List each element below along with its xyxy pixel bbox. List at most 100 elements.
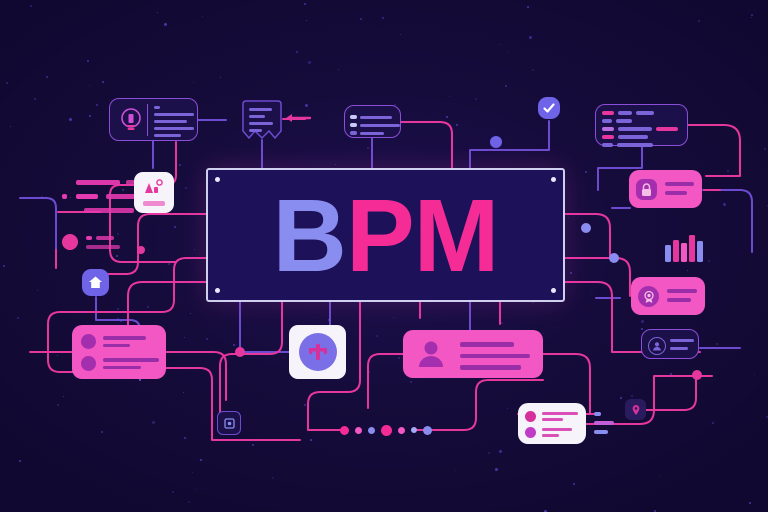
background-speck <box>375 335 378 338</box>
award-badge-card[interactable] <box>631 277 705 315</box>
presentation-chart-tile[interactable] <box>134 172 174 213</box>
background-speck <box>179 164 182 167</box>
background-speck <box>168 262 171 265</box>
background-speck <box>182 391 184 393</box>
background-speck <box>722 202 726 206</box>
tagged-list-card[interactable] <box>344 105 401 138</box>
background-speck <box>766 416 768 419</box>
checklist-card[interactable] <box>518 403 586 444</box>
background-speck <box>30 5 33 8</box>
award-medal-icon <box>638 286 659 307</box>
badge-list-row <box>81 334 146 349</box>
background-speck <box>57 403 60 406</box>
background-speck <box>506 407 508 409</box>
badge-list-card[interactable] <box>72 325 166 379</box>
banner-letter-m: M <box>413 177 500 293</box>
background-speck <box>338 68 340 70</box>
background-speck <box>360 17 363 20</box>
background-speck <box>750 17 752 19</box>
background-speck <box>620 397 623 400</box>
background-speck <box>164 23 168 27</box>
background-speck <box>570 272 573 275</box>
background-speck <box>542 333 544 335</box>
avatar-info-card[interactable] <box>641 329 699 359</box>
background-speck <box>495 468 499 472</box>
background-speck <box>56 354 58 356</box>
banner-screw <box>551 288 556 293</box>
background-speck <box>309 439 312 442</box>
background-speck <box>6 81 8 84</box>
home-tile[interactable] <box>82 269 109 296</box>
avatar-circle-icon <box>648 337 666 355</box>
background-speck <box>445 116 448 119</box>
background-speck <box>220 77 222 79</box>
background-speck <box>630 394 633 397</box>
background-speck <box>659 475 661 477</box>
background-speck <box>526 6 529 9</box>
org-chart-circle <box>298 333 337 371</box>
org-chart-tile[interactable] <box>289 325 346 379</box>
user-avatar-icon <box>419 341 443 367</box>
award-card-text-lines <box>667 289 697 302</box>
background-speck <box>653 510 656 512</box>
background-speck <box>171 490 174 493</box>
background-speck <box>751 13 754 16</box>
background-speck <box>507 51 509 53</box>
background-speck <box>409 381 412 384</box>
location-pin-tile[interactable] <box>625 399 646 420</box>
background-speck <box>46 76 49 79</box>
progress-dot <box>398 426 405 434</box>
background-speck <box>304 404 307 407</box>
background-speck <box>708 259 711 262</box>
map-pin-icon <box>632 404 639 415</box>
background-speck <box>272 477 275 480</box>
idea-card-icon-pane <box>116 104 148 136</box>
background-speck <box>196 489 198 491</box>
idea-lightbulb-card[interactable] <box>109 98 198 141</box>
banner-screw <box>215 177 220 182</box>
home-icon <box>89 276 102 288</box>
document-ribbon-card[interactable] <box>241 100 283 144</box>
background-speck <box>399 34 401 36</box>
background-speck <box>532 69 535 72</box>
background-speck <box>532 301 535 304</box>
background-speck <box>194 248 196 250</box>
idea-card-text-lines <box>154 106 194 137</box>
lock-icon <box>642 182 651 196</box>
banner-screw <box>551 177 556 182</box>
user-profile-card[interactable] <box>403 330 543 378</box>
background-speck <box>475 98 478 101</box>
background-speck <box>192 471 194 473</box>
background-speck <box>69 117 73 121</box>
progress-dot <box>368 426 375 434</box>
checkmark-tile[interactable] <box>538 97 560 119</box>
settings-gear-tile[interactable] <box>217 411 241 435</box>
background-speck <box>567 216 569 218</box>
background-speck <box>34 98 37 101</box>
avatar-card-text-lines <box>670 339 694 350</box>
data-table-card[interactable] <box>595 104 688 147</box>
background-speck <box>115 254 118 257</box>
background-speck <box>392 317 394 319</box>
user-profile-text-lines <box>460 342 530 370</box>
background-speck <box>152 420 156 424</box>
bar-chart-icon <box>664 232 704 262</box>
background-speck <box>37 290 39 292</box>
background-speck <box>488 451 491 454</box>
background-speck <box>123 180 125 182</box>
background-speck <box>146 306 149 309</box>
background-speck <box>382 17 385 20</box>
background-speck <box>366 147 369 150</box>
gear-icon <box>223 417 235 429</box>
background-speck <box>368 370 371 373</box>
presentation-chart-icon <box>145 179 163 193</box>
background-speck <box>669 372 672 375</box>
background-speck <box>199 459 202 462</box>
progress-dot <box>381 424 392 436</box>
background-speck <box>184 187 187 190</box>
security-lock-card[interactable] <box>629 170 702 208</box>
background-speck <box>712 421 715 424</box>
tagged-list-rows <box>350 115 400 135</box>
background-speck <box>205 337 208 340</box>
